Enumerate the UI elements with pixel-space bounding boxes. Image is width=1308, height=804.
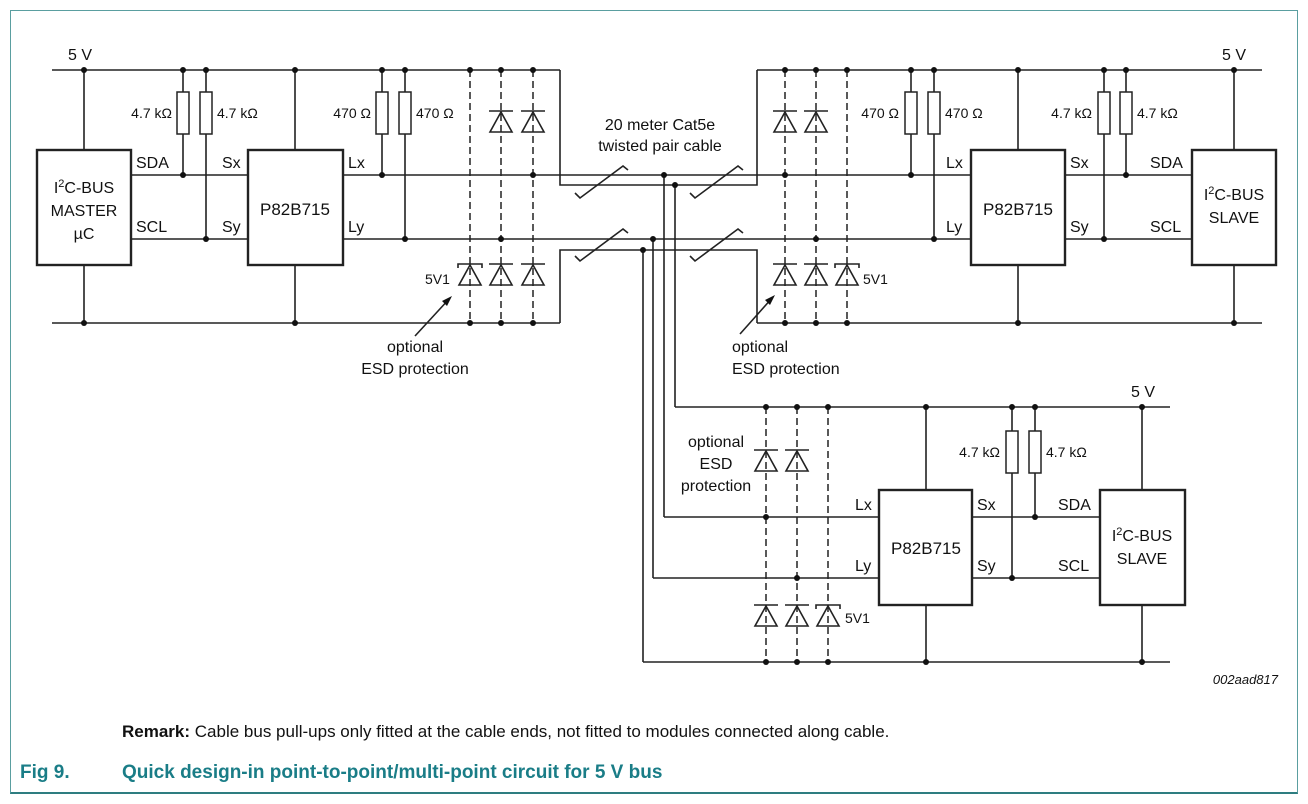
esd-diode — [520, 263, 546, 286]
pin-label: Sx — [1070, 155, 1089, 172]
master-subtitle: MASTER — [51, 203, 118, 220]
resistor-4k7-scl-right — [1097, 91, 1111, 135]
i2c-slave-right-box — [1190, 148, 1278, 267]
pin-label: Ly — [348, 219, 364, 236]
pin-label: Ly — [946, 219, 962, 236]
remark: Remark: Cable bus pull-ups only fitted a… — [122, 722, 889, 742]
i2c-slave-bottom-box — [1098, 488, 1187, 607]
resistor-label: 470 Ω — [416, 105, 454, 121]
pin-label: Sy — [1070, 219, 1089, 236]
esd-diode — [784, 604, 810, 627]
slave-scl-label: SCL — [1150, 219, 1181, 236]
esd-diode — [520, 110, 546, 133]
p82b715-left-label: P82B715 — [260, 200, 330, 219]
resistor-4k7-sda-left — [176, 91, 190, 135]
esd-diode — [784, 449, 810, 472]
drawing-code: 002aad817 — [1213, 672, 1279, 687]
pin-label: Sx — [222, 155, 241, 172]
slave-subtitle: SLAVE — [1209, 210, 1259, 227]
resistor-label: 4.7 kΩ — [217, 105, 258, 121]
zener-diode — [815, 604, 841, 627]
bottom-module: 5 V 5V1 optional ESD protection P82B715 … — [643, 384, 1279, 687]
esd-diode — [803, 110, 829, 133]
p82b715-left-box — [246, 148, 345, 267]
esd-label: optional — [387, 339, 443, 356]
esd-diode — [753, 604, 779, 627]
resistor-470-ly-left — [398, 91, 412, 135]
resistor-label: 470 Ω — [945, 105, 983, 121]
figure-frame — [10, 10, 1298, 794]
p82b715-bottom-label: P82B715 — [891, 539, 961, 558]
esd-label: protection — [681, 478, 751, 495]
resistor-4k7-sda-bottom — [1028, 430, 1042, 474]
slave-subtitle: SLAVE — [1117, 551, 1167, 568]
resistor-label: 4.7 kΩ — [1046, 444, 1087, 460]
esd-diode — [753, 449, 779, 472]
resistor-label: 470 Ω — [861, 105, 899, 121]
master-uc-label: µC — [74, 226, 95, 243]
figure-title: Quick design-in point-to-point/multi-poi… — [122, 762, 663, 783]
esd-diode — [488, 110, 514, 133]
pin-label: Lx — [946, 155, 963, 172]
pin-label: Sx — [977, 497, 996, 514]
esd-diode — [803, 263, 829, 286]
slave-scl-label: SCL — [1058, 558, 1089, 575]
resistor-label: 4.7 kΩ — [959, 444, 1000, 460]
left-module: 5 V I2C-BUS MASTER µC SDA SCL 4.7 kΩ 4.7… — [35, 47, 1005, 378]
resistor-label: 470 Ω — [333, 105, 371, 121]
resistor-470-lx-right — [904, 91, 918, 135]
resistor-4k7-sda-right — [1119, 91, 1133, 135]
esd-label: ESD protection — [732, 361, 840, 378]
resistor-label: 4.7 kΩ — [131, 105, 172, 121]
master-title: I2C-BUS — [54, 178, 114, 197]
esd-label: ESD protection — [361, 361, 469, 378]
slave-title: I2C-BUS — [1204, 185, 1264, 204]
slave-sda-label: SDA — [1150, 155, 1183, 172]
zener-label: 5V1 — [425, 271, 450, 287]
pin-label: Ly — [855, 558, 871, 575]
zener-diode — [834, 263, 860, 286]
zener-label: 5V1 — [863, 271, 888, 287]
esd-label: optional — [688, 434, 744, 451]
left-5v-label: 5 V — [68, 47, 92, 64]
right-module: 5 V 5V1 optional ESD protection 470 Ω 47… — [732, 47, 1278, 378]
p82b715-right-box — [969, 148, 1067, 267]
resistor-4k7-scl-left — [199, 91, 213, 135]
esd-diode — [488, 263, 514, 286]
remark-text: Cable bus pull-ups only fitted at the ca… — [190, 722, 890, 741]
cable-label: 20 meter Cat5e — [605, 117, 715, 134]
figure-number: Fig 9. — [20, 762, 70, 783]
slave-sda-label: SDA — [1058, 497, 1091, 514]
pin-label: Sy — [222, 219, 241, 236]
resistor-label: 4.7 kΩ — [1051, 105, 1092, 121]
resistor-470-lx-left — [375, 91, 389, 135]
zener-diode — [457, 263, 483, 286]
i2c-master-box — [35, 148, 133, 267]
esd-diode — [772, 263, 798, 286]
esd-label: optional — [732, 339, 788, 356]
twisted-pair-cable: 20 meter Cat5e twisted pair cable — [559, 70, 758, 662]
resistor-470-ly-right — [927, 91, 941, 135]
zener-label: 5V1 — [845, 610, 870, 626]
p82b715-bottom-box — [877, 488, 974, 607]
esd-diode — [772, 110, 798, 133]
master-scl-label: SCL — [136, 219, 167, 236]
resistor-4k7-scl-bottom — [1005, 430, 1019, 474]
pin-label: Sy — [977, 558, 996, 575]
slave-title: I2C-BUS — [1112, 526, 1172, 545]
p82b715-right-label: P82B715 — [983, 200, 1053, 219]
esd-label: ESD — [700, 456, 733, 473]
master-sda-label: SDA — [136, 155, 169, 172]
bottom-5v-label: 5 V — [1131, 384, 1155, 401]
figure-caption: Fig 9. Quick design-in point-to-point/mul… — [20, 762, 662, 784]
remark-label: Remark: — [122, 722, 191, 741]
pin-label: Lx — [855, 497, 872, 514]
cable-label: twisted pair cable — [598, 138, 722, 155]
resistor-label: 4.7 kΩ — [1137, 105, 1178, 121]
pin-label: Lx — [348, 155, 365, 172]
right-5v-label: 5 V — [1222, 47, 1246, 64]
